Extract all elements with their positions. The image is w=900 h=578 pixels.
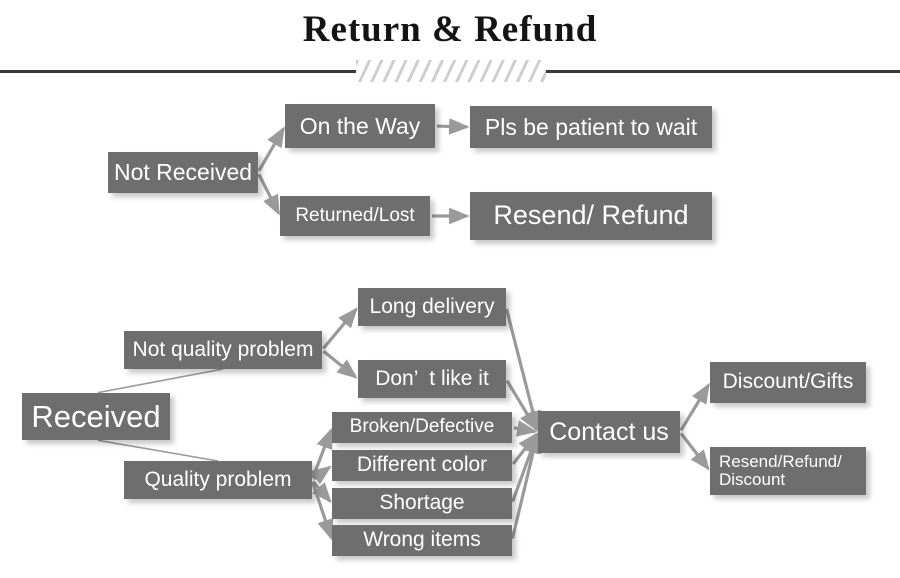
flow-node-label: Not quality problem <box>132 337 314 361</box>
flow-node-received: Received <box>22 393 170 440</box>
flow-node-label: Contact us <box>549 417 669 446</box>
connector-quality-problem-to-wrong-items <box>311 481 334 541</box>
connector-contact-us-to-resend-refund-discount <box>679 432 710 471</box>
flow-node-wrong-items: Wrong items <box>332 525 512 556</box>
flow-node-on-the-way: On the Way <box>285 104 435 148</box>
flow-node-label: Wrong items <box>363 528 481 552</box>
flow-node-discount-gifts: Discount/Gifts <box>710 362 866 403</box>
connector-contact-us-to-discount-gifts <box>679 382 710 432</box>
flow-node-label: Shortage <box>379 491 465 515</box>
connector-received-to-quality-problem <box>97 439 219 462</box>
flow-node-label: Returned/Lost <box>295 204 415 226</box>
flow-node-label: Not Received <box>113 159 253 186</box>
flow-node-label: Quality problem <box>144 467 292 491</box>
connector-not-received-to-returned-lost <box>257 173 281 216</box>
flow-node-quality-problem: Quality problem <box>124 461 312 499</box>
page-title: Return & Refund <box>302 9 598 50</box>
connector-wrong-items-to-contact-us <box>510 432 542 539</box>
divider-rule-right <box>546 70 900 73</box>
flow-node-label: Received <box>31 398 161 434</box>
flow-node-different-color: Different color <box>332 450 512 481</box>
flow-node-label: Long delivery <box>369 294 495 318</box>
flow-node-resend-refund-discount: Resend/Refund/ Discount <box>710 447 866 495</box>
flow-node-shortage: Shortage <box>332 488 512 519</box>
connector-not-received-to-on-the-way <box>257 126 285 172</box>
flow-node-broken-defective: Broken/Defective <box>332 412 512 443</box>
connector-quality-problem-to-different-color <box>310 465 332 485</box>
connector-received-to-not-quality <box>97 368 224 394</box>
connector-on-the-way-to-pls-be-patient <box>436 118 470 135</box>
flow-node-label: On the Way <box>299 112 421 139</box>
flow-node-label: Broken/Defective <box>349 416 495 438</box>
flow-node-label: Don’ t like it <box>375 366 489 390</box>
connector-not-quality-to-long-delivery <box>322 307 358 350</box>
flow-node-pls-be-patient: Pls be patient to wait <box>470 106 712 148</box>
flow-node-long-delivery: Long delivery <box>358 288 506 326</box>
connector-quality-problem-to-shortage <box>312 480 332 504</box>
flow-node-dont-like-it: Don’ t like it <box>358 360 506 398</box>
connector-different-color-to-contact-us <box>511 432 538 465</box>
hatched-divider-icon <box>356 60 546 82</box>
connector-broken-defective-to-contact-us <box>513 420 538 437</box>
flow-node-label: Pls be patient to wait <box>484 113 698 140</box>
flow-node-label: Resend/ Refund <box>493 200 689 231</box>
connector-not-quality-to-dont-like-it <box>322 350 358 379</box>
flow-node-resend-refund: Resend/ Refund <box>470 192 712 240</box>
flow-node-contact-us: Contact us <box>538 411 680 453</box>
connector-quality-problem-to-broken-defective <box>311 427 333 479</box>
flow-node-not-quality: Not quality problem <box>124 331 322 369</box>
flow-node-not-received: Not Received <box>108 152 258 193</box>
flow-node-label: Resend/Refund/ Discount <box>719 451 842 489</box>
connector-shortage-to-contact-us <box>511 432 539 503</box>
flow-node-returned-lost: Returned/Lost <box>280 196 430 236</box>
flow-node-label: Discount/Gifts <box>722 370 854 394</box>
divider-rule-left <box>0 70 356 73</box>
flow-node-label: Different color <box>356 453 488 477</box>
